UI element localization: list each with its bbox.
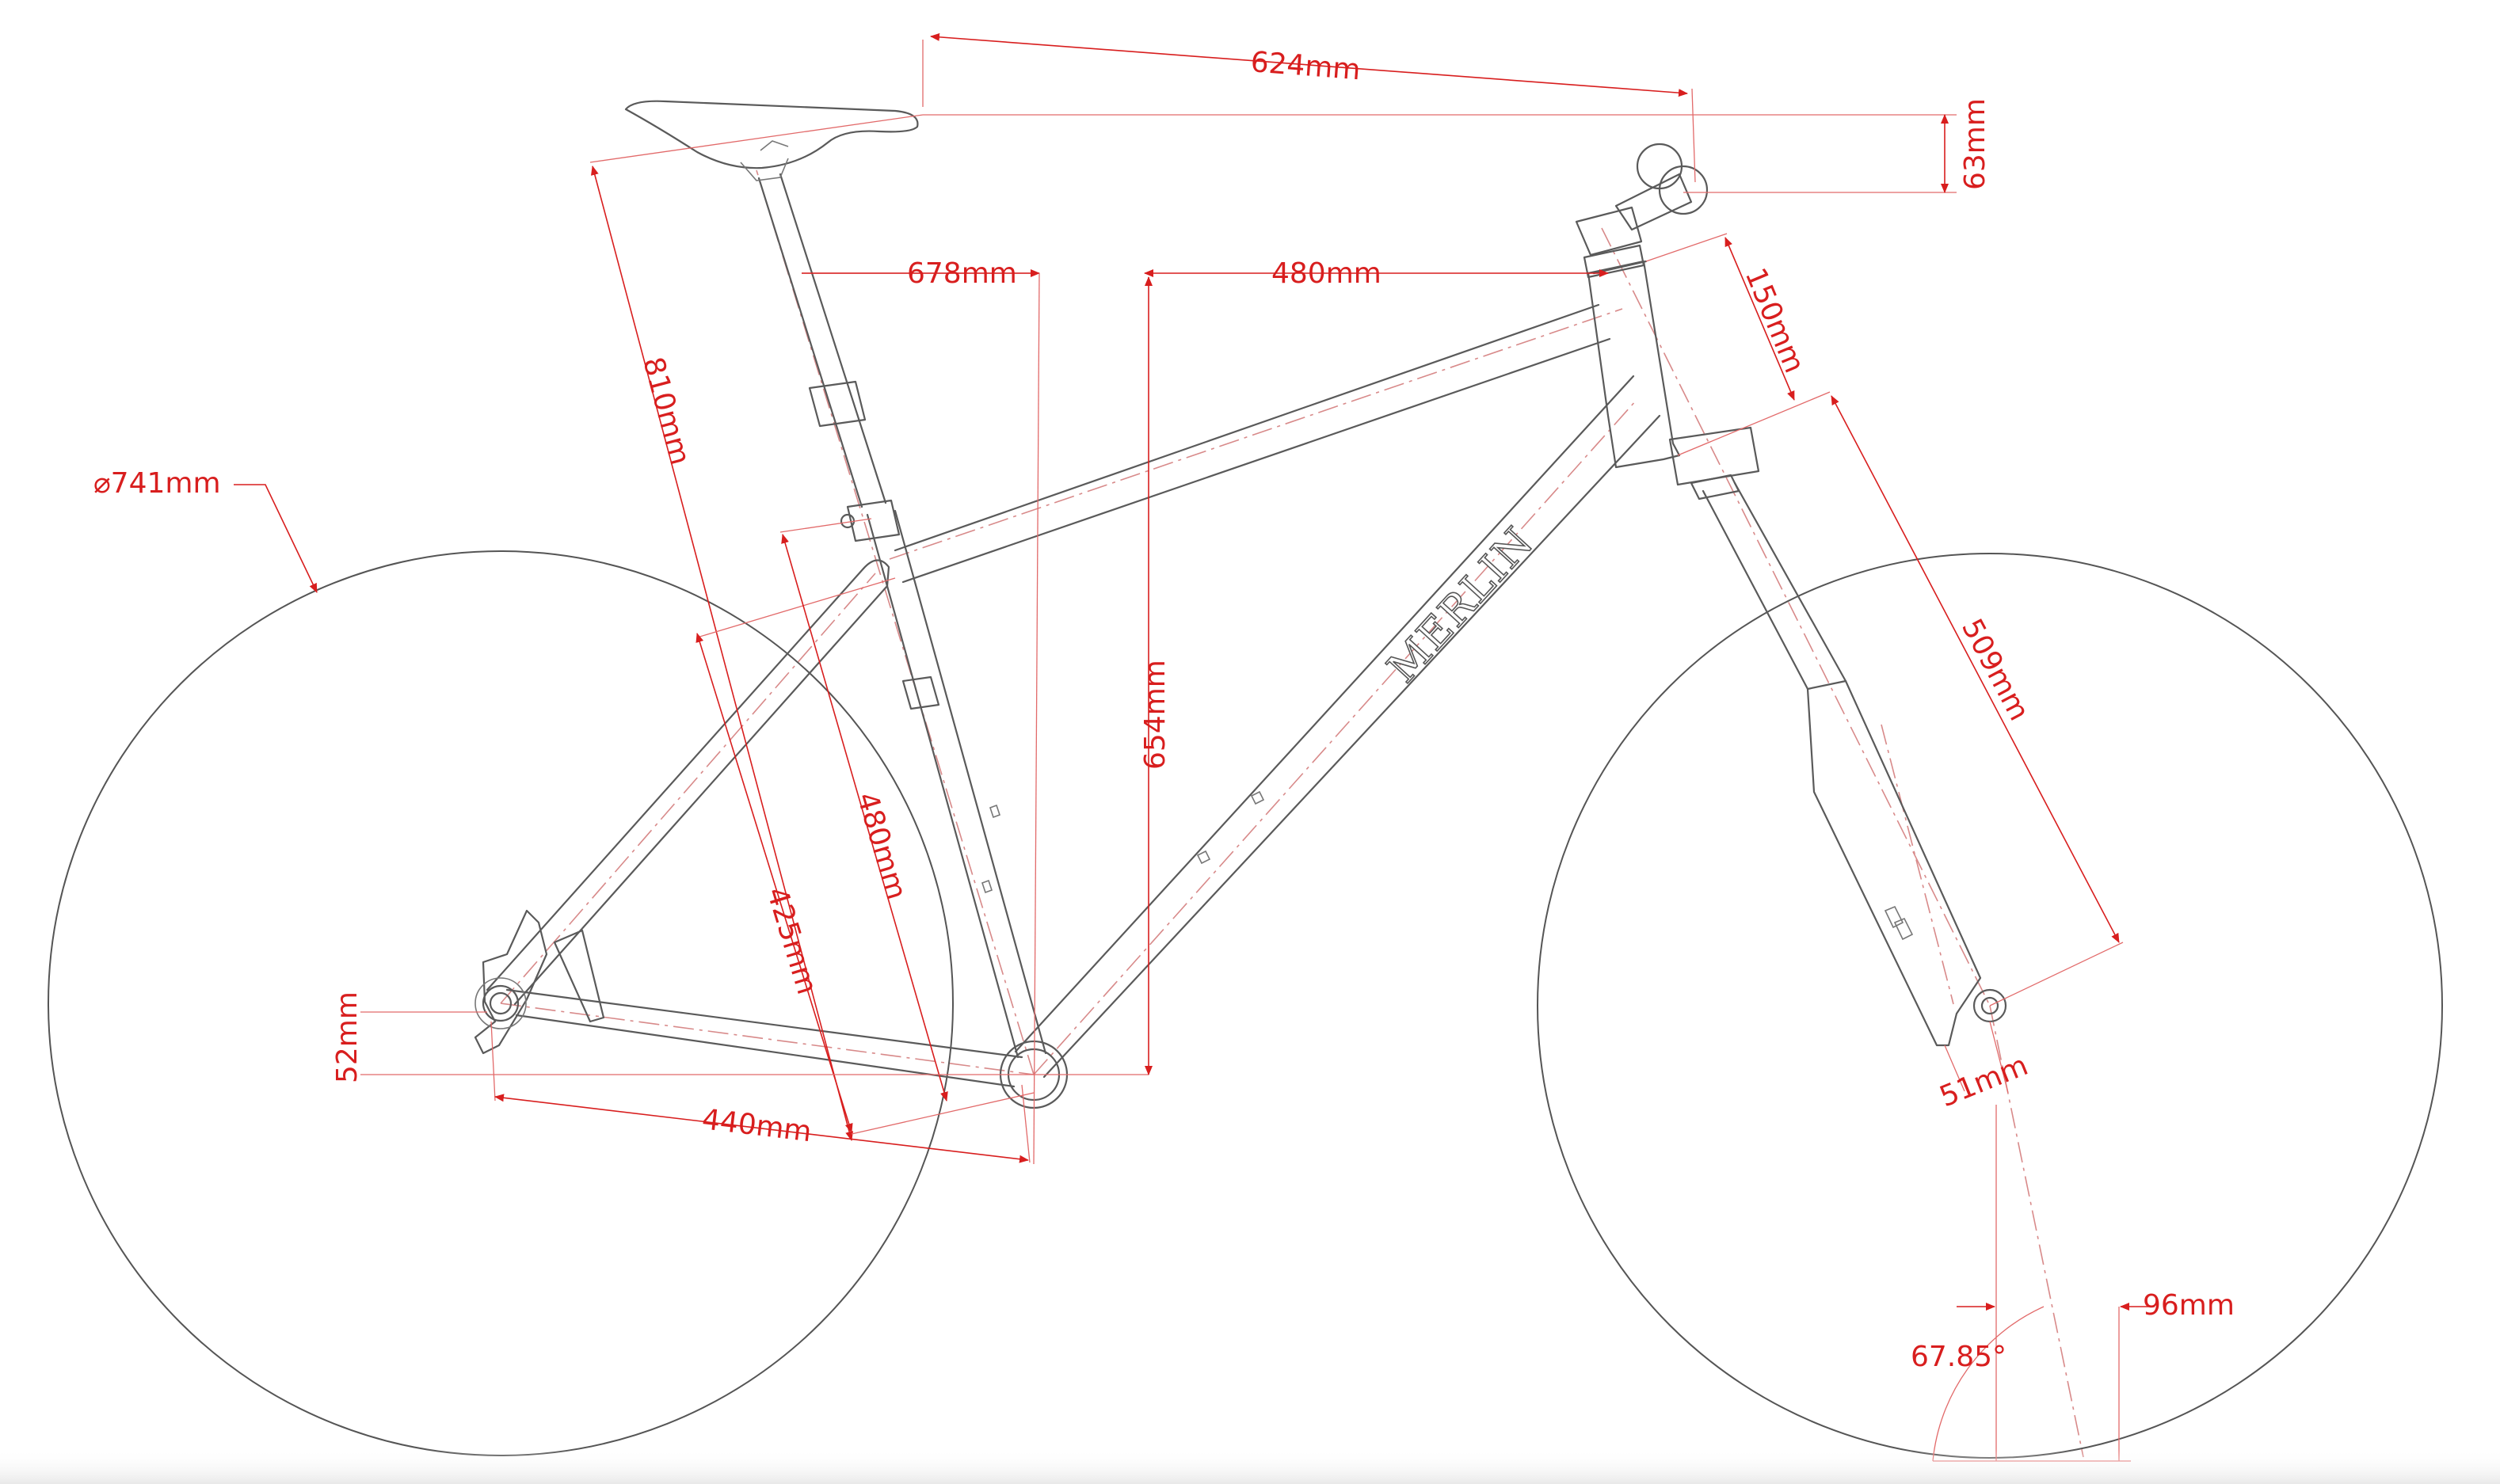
- label-saddle-height: 810mm: [636, 354, 696, 469]
- label-stem-rise: 63mm: [1959, 98, 1991, 190]
- label-head-tube: 150mm: [1739, 264, 1811, 378]
- label-chainstay-vertical: 425mm: [760, 884, 823, 999]
- brand-logo: MERLIN: [1378, 518, 1543, 692]
- frame-centerlines: [500, 169, 2084, 1458]
- label-fork-offset: 51mm: [1935, 1049, 2033, 1113]
- dimension-lines: [234, 32, 2155, 1462]
- dimension-labels: ⌀741mm 624mm 63mm 678mm 480mm 150mm 810m…: [93, 46, 2235, 1373]
- label-stack-horizontal: 678mm: [907, 257, 1017, 290]
- label-bb-drop: 52mm: [331, 991, 364, 1083]
- label-trail: 96mm: [2143, 1289, 2235, 1322]
- label-stack-vertical: 654mm: [1139, 660, 1172, 770]
- label-fork-length: 509mm: [1955, 614, 2035, 726]
- label-wheel-diameter: ⌀741mm: [93, 467, 221, 500]
- bike-frame: [474, 100, 2007, 1109]
- rear-axle: [482, 984, 520, 1022]
- handlebar: [1636, 143, 1683, 190]
- label-reach-to-bars: 624mm: [1249, 46, 1362, 86]
- label-head-angle: 67.85°: [1911, 1341, 2006, 1373]
- label-chainstay: 440mm: [700, 1103, 814, 1148]
- label-seat-tube: 480mm: [850, 789, 913, 904]
- label-effective-top-tube: 480mm: [1271, 257, 1381, 290]
